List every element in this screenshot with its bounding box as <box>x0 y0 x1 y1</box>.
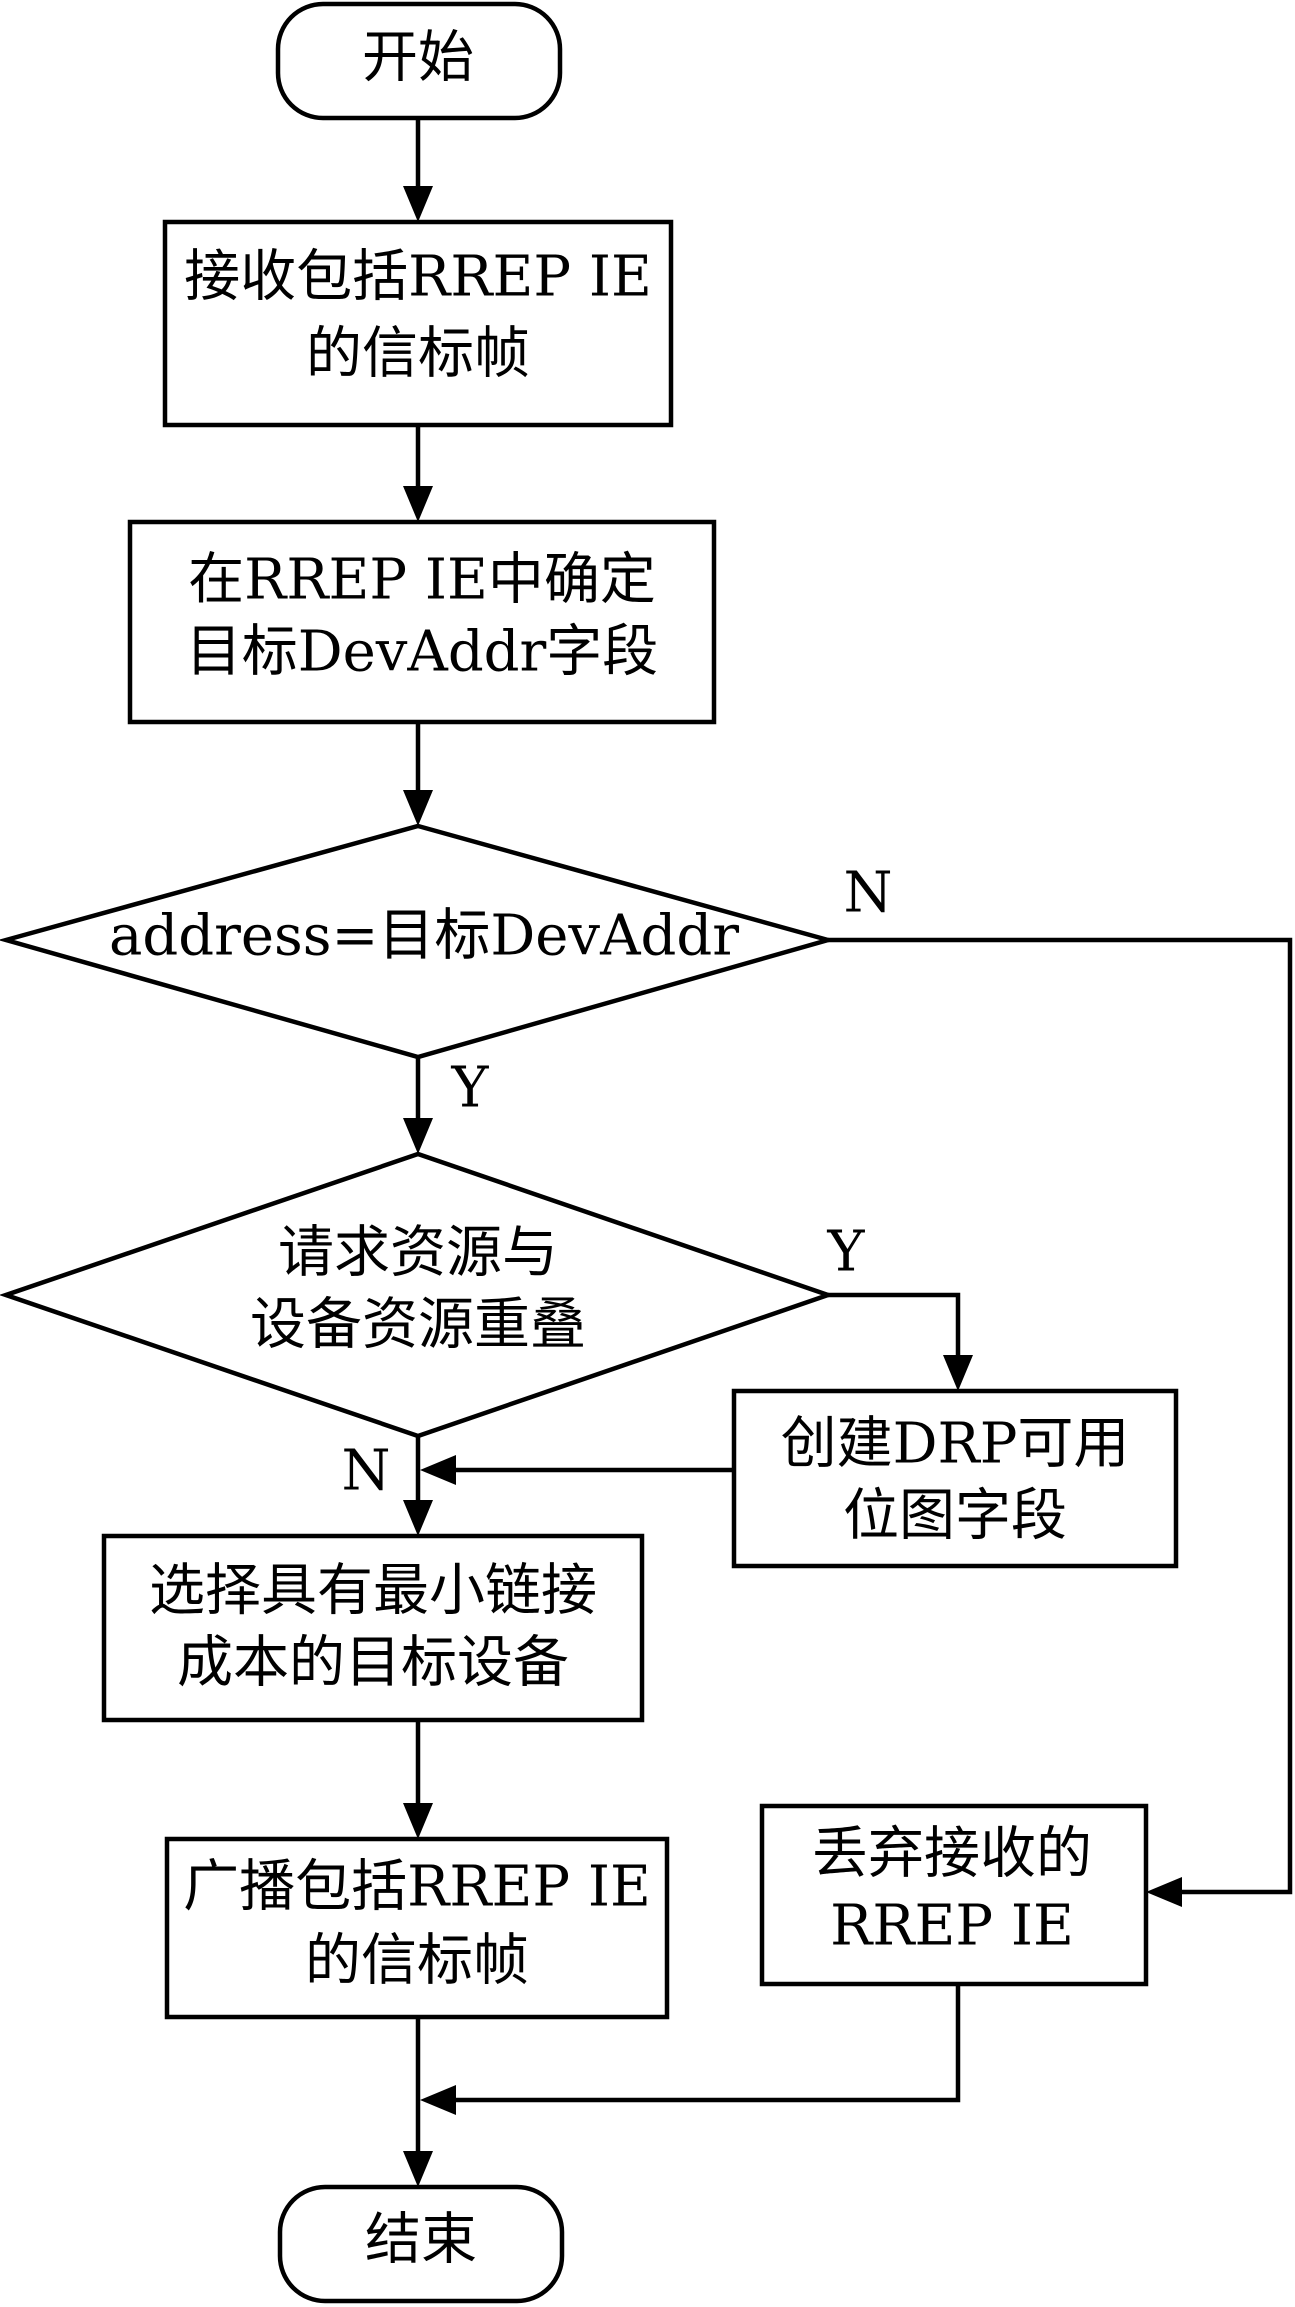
start-label: 开始 <box>362 26 474 91</box>
overlap-decision-no-label: N <box>342 1439 391 1504</box>
determine-field-line-2: 目标DevAddr字段 <box>186 620 659 685</box>
edge-check-discard <box>828 937 1293 1895</box>
overlap-decision: 请求资源与 设备资源重叠 <box>0 1151 835 1439</box>
edge-overlap-create <box>828 1292 961 1357</box>
end-terminator: 结束 <box>277 2184 565 2304</box>
arrowhead <box>420 1455 456 1485</box>
arrowhead <box>1146 1877 1182 1907</box>
discard-box: 丢弃接收的 RREP IE <box>759 1803 1149 1987</box>
arrowhead <box>403 486 433 522</box>
overlap-decision-yes-label: Y <box>827 1220 866 1285</box>
arrowhead <box>943 1355 973 1391</box>
create-drp-box: 创建DRP可用 位图字段 <box>731 1388 1179 1569</box>
address-decision-label: address=目标DevAddr <box>109 904 739 969</box>
arrowhead <box>420 2085 456 2115</box>
determine-field-line-1: 在RREP IE中确定 <box>188 548 656 613</box>
receive-beacon-box: 接收包括RREP IE 的信标帧 <box>162 219 674 428</box>
arrowhead <box>403 1118 433 1154</box>
receive-beacon-line-1: 接收包括RREP IE <box>184 245 652 310</box>
address-decision-yes-label: Y <box>451 1056 490 1121</box>
select-device-line-2: 成本的目标设备 <box>177 1631 569 1696</box>
arrowhead <box>403 2151 433 2187</box>
select-device-line-1: 选择具有最小链接 <box>149 1559 597 1624</box>
arrowhead <box>403 790 433 826</box>
discard-line-1: 丢弃接收的 <box>812 1822 1092 1887</box>
start-terminator: 开始 <box>275 1 563 121</box>
arrowhead <box>403 1500 433 1536</box>
address-decision-no-label: N <box>844 861 893 926</box>
select-device-box: 选择具有最小链接 成本的目标设备 <box>101 1533 645 1723</box>
overlap-decision-line-2: 设备资源重叠 <box>250 1293 586 1358</box>
edge-discard-merge <box>454 1984 961 2103</box>
broadcast-beacon-line-2: 的信标帧 <box>305 1929 529 1994</box>
discard-line-2: RREP IE <box>830 1894 1074 1959</box>
create-drp-line-2: 位图字段 <box>843 1484 1067 1549</box>
address-decision: address=目标DevAddr <box>0 823 837 1060</box>
broadcast-beacon-box: 广播包括RREP IE 的信标帧 <box>164 1836 670 2020</box>
connectors <box>403 118 1293 2187</box>
end-label: 结束 <box>365 2208 477 2273</box>
arrowhead <box>403 1803 433 1839</box>
broadcast-beacon-line-1: 广播包括RREP IE <box>183 1855 651 1920</box>
receive-beacon-line-2: 的信标帧 <box>306 322 530 387</box>
determine-field-box: 在RREP IE中确定 目标DevAddr字段 <box>127 519 717 725</box>
arrowhead <box>403 186 433 222</box>
create-drp-line-1: 创建DRP可用 <box>781 1412 1130 1477</box>
overlap-decision-line-1: 请求资源与 <box>278 1221 558 1286</box>
